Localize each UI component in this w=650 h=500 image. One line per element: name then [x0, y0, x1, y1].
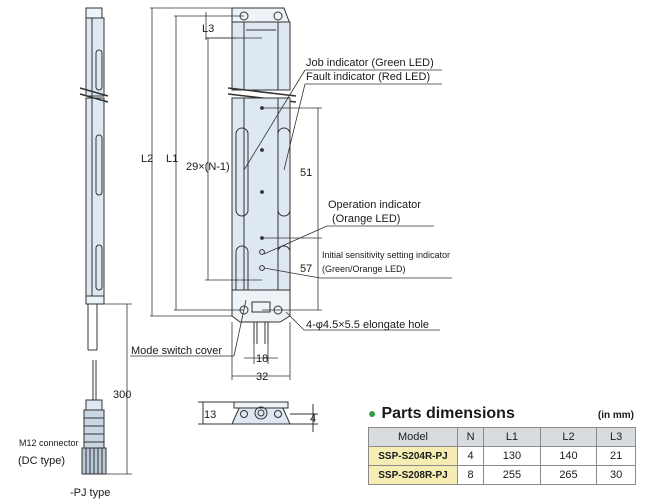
dim-pitch-label: 29×(N-1): [186, 161, 230, 173]
cell-l3: 21: [596, 446, 636, 466]
cell-n: 4: [456, 446, 485, 466]
parts-unit: (in mm): [597, 410, 634, 421]
dim-lines-left: [150, 7, 262, 317]
parts-table: Model N L1 L2 L3 SSP-S204R-PJ 4 130 140 …: [368, 427, 636, 485]
table-row: SSP-S208R-PJ 8 255 265 30: [368, 465, 636, 485]
initial-sensitivity-label-2: (Green/Orange LED): [322, 264, 406, 274]
side-view: [79, 7, 109, 475]
cell-model: SSP-S208R-PJ: [368, 465, 458, 485]
cell-n: 8: [456, 465, 485, 485]
initial-sensitivity-label-1: Initial sensitivity setting indicator: [322, 250, 450, 260]
elongate-hole-label: 4-φ4.5×5.5 elongate hole: [306, 319, 429, 331]
parts-dimensions: ●Parts dimensions (in mm) Model N L1 L2 …: [368, 405, 636, 485]
dim-13-label: 13: [204, 409, 216, 421]
dim-l2-label: L2: [141, 153, 153, 165]
cell-l2: 140: [539, 446, 598, 466]
col-model: Model: [368, 427, 458, 447]
dim-32-label: 32: [256, 371, 268, 383]
table-header-row: Model N L1 L2 L3: [368, 427, 636, 447]
dim-51-label: 51: [300, 167, 312, 179]
cell-model: SSP-S204R-PJ: [368, 446, 458, 466]
front-view: [227, 7, 297, 344]
leader-lines: [130, 69, 452, 357]
m12-connector-label-2: (DC type): [18, 455, 65, 467]
operation-indicator-label-2: (Orange LED): [332, 213, 400, 225]
parts-dimensions-title: ●Parts dimensions: [368, 405, 515, 423]
bullet-icon: ●: [368, 405, 377, 421]
dim-lines-bottom: [231, 322, 291, 380]
dim-18-label: 18: [256, 353, 268, 365]
dim-l1-label: L1: [166, 153, 178, 165]
col-l3: L3: [596, 427, 636, 447]
cell-l3: 30: [596, 465, 636, 485]
fault-indicator-label: Fault indicator (Red LED): [306, 71, 430, 83]
col-n: N: [456, 427, 485, 447]
dim-300: [104, 303, 132, 475]
end-view: [198, 401, 318, 432]
table-row: SSP-S204R-PJ 4 130 140 21: [368, 446, 636, 466]
parts-title-text: Parts dimensions: [381, 405, 515, 422]
col-l2: L2: [539, 427, 598, 447]
dim-57-label: 57: [300, 263, 312, 275]
pj-type-label: -PJ type: [70, 487, 110, 499]
col-l1: L1: [483, 427, 541, 447]
parts-dimensions-header: ●Parts dimensions (in mm): [368, 405, 636, 427]
job-indicator-label: Job indicator (Green LED): [306, 57, 434, 69]
dim-l3-label: L3: [202, 23, 214, 35]
cell-l2: 265: [539, 465, 598, 485]
mode-switch-cover-label: Mode switch cover: [131, 345, 222, 357]
operation-indicator-label-1: Operation indicator: [328, 199, 421, 211]
dim-4-label: 4: [310, 413, 316, 425]
dim-300-label: 300: [113, 389, 131, 401]
dim-lines-right: [262, 107, 322, 311]
cell-l1: 130: [483, 446, 541, 466]
m12-connector-label-1: M12 connector: [19, 438, 79, 448]
cell-l1: 255: [483, 465, 541, 485]
